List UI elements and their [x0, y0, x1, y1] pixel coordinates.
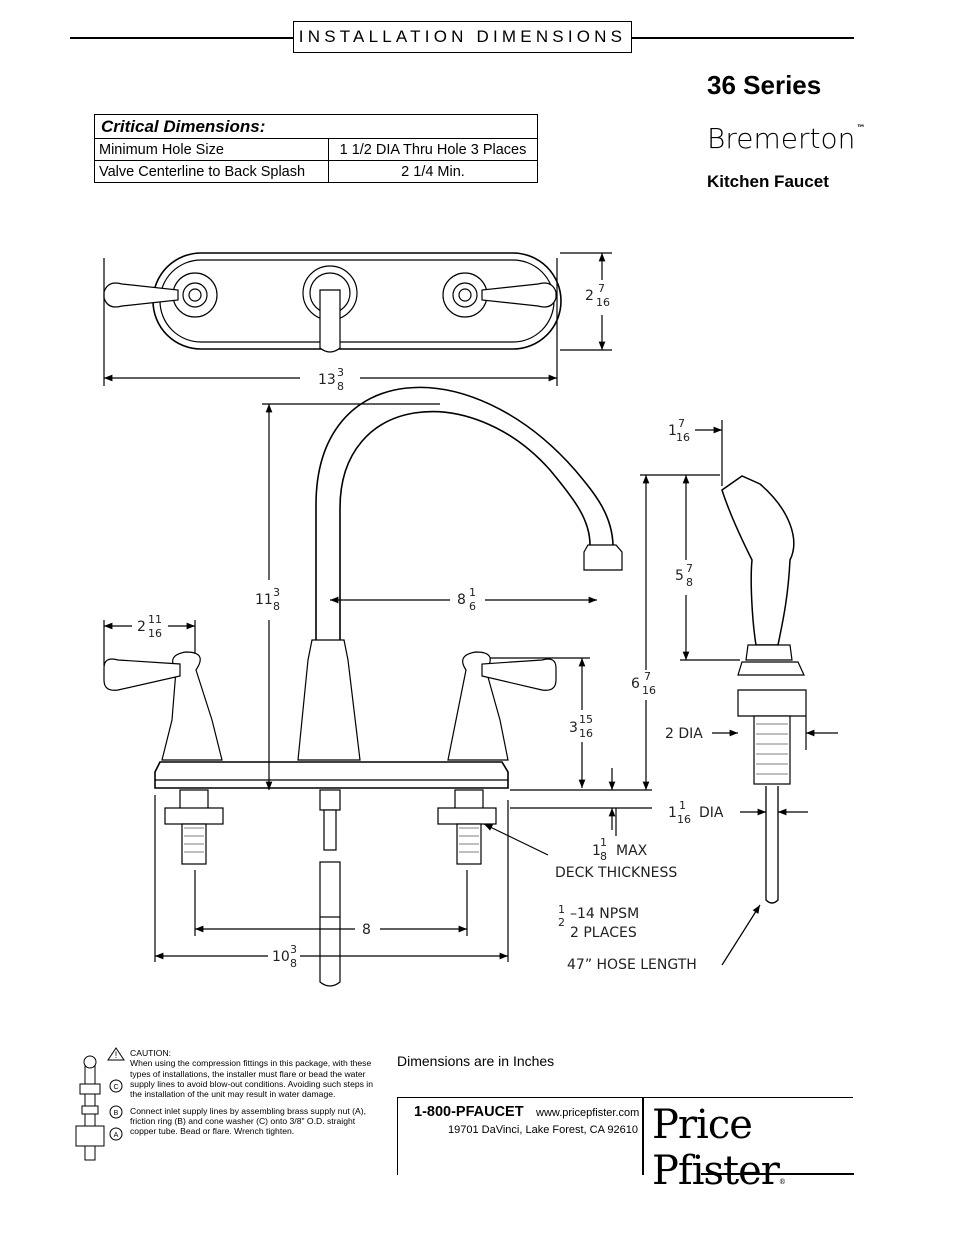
- spray-total-whole: 6: [631, 676, 640, 692]
- base-width-whole: 10: [272, 949, 290, 965]
- spray-length-den: 8: [686, 576, 693, 589]
- base-width-num: 3: [290, 943, 297, 956]
- row-label: Valve Centerline to Back Splash: [94, 160, 329, 183]
- base-width-den: 8: [290, 957, 297, 970]
- critical-dimensions-table: Critical Dimensions: Minimum Hole Size 1…: [94, 114, 538, 183]
- spray-width-whole: 1: [668, 423, 677, 439]
- plate-width-whole: 13: [318, 372, 336, 388]
- row-label: Minimum Hole Size: [94, 138, 329, 161]
- hose-dia-den: 16: [677, 813, 691, 826]
- deck-den: 8: [600, 850, 607, 863]
- plate-height-whole: 2: [585, 288, 594, 304]
- handle-height-whole: 3: [569, 720, 578, 736]
- caution-text-2: Connect inlet supply lines by assembling…: [130, 1105, 366, 1137]
- spray-length-whole: 5: [675, 568, 684, 584]
- table-row: Valve Centerline to Back Splash 2 1/4 Mi…: [94, 160, 538, 183]
- plate-height-den: 16: [596, 296, 610, 309]
- side-spray: [721, 475, 807, 904]
- centers-label: 8: [362, 922, 371, 938]
- handle-height-den: 16: [579, 727, 593, 740]
- website-link[interactable]: www.pricepfister.com: [536, 1107, 640, 1119]
- product-type: Kitchen Faucet: [707, 172, 829, 191]
- spray-total-den: 16: [642, 684, 656, 697]
- caution-text-1: When using the compression fittings in t…: [130, 1058, 373, 1100]
- npsm-num: 1: [558, 903, 565, 916]
- hose-length-label: 47” HOSE LENGTH: [567, 957, 697, 973]
- brand-text: Bremerton: [707, 122, 856, 155]
- logo-text: Price Pfister: [652, 1102, 780, 1194]
- part-label-a: A: [114, 1132, 119, 1139]
- phone-number: 1-800-PFAUCET: [414, 1104, 524, 1120]
- plate-height-num: 7: [598, 282, 605, 295]
- npsm-line2: 2 PLACES: [570, 925, 637, 941]
- spray-width-den: 16: [676, 431, 690, 444]
- handle-offset-whole: 2: [137, 619, 146, 635]
- deck-line2: DECK THICKNESS: [555, 865, 677, 881]
- contact-box: 1-800-PFAUCET www.pricepfister.com 19701…: [397, 1097, 643, 1175]
- caution-icon: !: [115, 1050, 118, 1060]
- hose-dia-num: 1: [679, 799, 686, 812]
- npsm-suffix: –14 NPSM: [570, 906, 639, 922]
- row-value: 1 1/2 DIA Thru Hole 3 Places: [328, 138, 538, 161]
- spout-reach-den: 6: [469, 600, 476, 613]
- caution-title: CAUTION:: [130, 1048, 172, 1058]
- trademark-mark: ™: [856, 124, 866, 134]
- overall-height-whole: 11: [255, 592, 273, 608]
- plate-width-num: 3: [337, 366, 344, 379]
- handle-height-num: 15: [579, 713, 593, 726]
- overall-height-num: 3: [273, 586, 280, 599]
- npsm-den: 2: [558, 916, 565, 929]
- caution-note: CAUTION: When using the compression fitt…: [130, 1048, 375, 1143]
- spray-width-num: 7: [678, 417, 685, 430]
- address: 19701 DaVinci, Lake Forest, CA 92610: [448, 1124, 638, 1136]
- spout-reach-num: 1: [469, 586, 476, 599]
- units-note: Dimensions are in Inches: [397, 1053, 555, 1069]
- front-view: [103, 386, 623, 987]
- spray-base-dia-label: 2 DIA: [665, 726, 703, 742]
- header-rule-left: [70, 37, 293, 39]
- deck-suffix: MAX: [616, 843, 648, 859]
- handle-offset-den: 16: [148, 627, 162, 640]
- hose-dia-whole: 1: [668, 805, 677, 821]
- plate-width-den: 8: [337, 380, 344, 393]
- page-title: INSTALLATION DIMENSIONS: [293, 21, 632, 53]
- top-view: [103, 252, 612, 386]
- overall-height-den: 8: [273, 600, 280, 613]
- row-value: 2 1/4 Min.: [328, 160, 538, 183]
- supply-fitting-illustration: [75, 1047, 125, 1161]
- header-rule-right: [632, 37, 854, 39]
- handle-offset-num: 11: [148, 613, 162, 626]
- deck-num: 1: [600, 836, 607, 849]
- brand-name: Bremerton™: [707, 122, 866, 155]
- logo-registered-mark: ®: [778, 1178, 786, 1186]
- part-label-c: C: [113, 1084, 118, 1091]
- hose-dia-suffix: DIA: [699, 805, 724, 821]
- spray-total-num: 7: [644, 670, 651, 683]
- spray-length-num: 7: [686, 562, 693, 575]
- spout-reach-whole: 8: [457, 592, 466, 608]
- table-row: Minimum Hole Size 1 1/2 DIA Thru Hole 3 …: [94, 138, 538, 161]
- logo-underline: [701, 1173, 854, 1175]
- part-label-b: B: [114, 1110, 119, 1117]
- brand-logo: Price Pfister®: [652, 1102, 853, 1194]
- logo-box: Price Pfister®: [643, 1097, 853, 1194]
- series-name: 36 Series: [707, 70, 822, 100]
- deck-whole: 1: [592, 843, 601, 859]
